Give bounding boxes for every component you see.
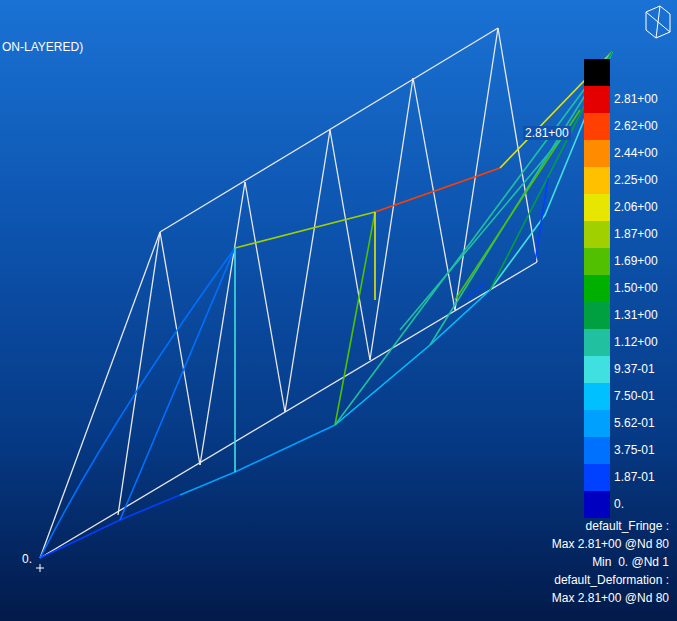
- colorbar-value: 2.44+00: [614, 146, 658, 160]
- colorbar-swatch: [584, 437, 610, 464]
- deformation-title: default_Deformation :: [554, 573, 669, 587]
- colorbar-value: 2.25+00: [614, 173, 658, 187]
- fringe-min: Min 0. @Nd 1: [592, 555, 669, 569]
- colorbar-value: 1.50+00: [614, 281, 658, 295]
- fringe-max: Max 2.81+00 @Nd 80: [552, 537, 669, 551]
- colorbar-value: 2.06+00: [614, 200, 658, 214]
- colorbar-value: 1.87+00: [614, 227, 658, 241]
- colorbar-swatch: [584, 194, 610, 221]
- colorbar-swatch: [584, 329, 610, 356]
- colorbar-swatch: [584, 383, 610, 410]
- origin-value: 0.: [22, 552, 32, 566]
- colorbar-value: 1.31+00: [614, 308, 658, 322]
- colorbar-value: 1.69+00: [614, 254, 658, 268]
- colorbar-swatch: [584, 302, 610, 329]
- colorbar-value: 3.75-01: [614, 443, 655, 457]
- fringe-title: default_Fringe :: [586, 519, 669, 533]
- deformed-truss: [40, 52, 612, 558]
- colorbar-swatch: [584, 464, 610, 491]
- header-text: ON-LAYERED): [2, 40, 83, 54]
- colorbar-value: 1.12+00: [614, 335, 658, 349]
- colorbar-swatch: [584, 275, 610, 302]
- colorbar-swatch: [584, 221, 610, 248]
- colorbar-value: 9.37-01: [614, 362, 655, 376]
- colorbar-swatch: [584, 140, 610, 167]
- origin-marker: [36, 564, 44, 572]
- colorbar-swatch: [584, 86, 610, 113]
- colorbar-value: 5.62-01: [614, 416, 655, 430]
- colorbar-value: 2.62+00: [614, 119, 658, 133]
- colorbar-value: 1.87-01: [614, 470, 655, 484]
- colorbar-cap: [584, 59, 610, 86]
- colorbar-value: 2.81+00: [614, 92, 658, 106]
- colorbar-swatch: [584, 356, 610, 383]
- colorbar-swatch: [584, 410, 610, 437]
- max-value-callout: 2.81+00: [523, 126, 571, 140]
- colorbar-value: 0.: [614, 497, 624, 511]
- colorbar-swatch: [584, 167, 610, 194]
- colorbar-value: 7.50-01: [614, 389, 655, 403]
- colorbar-swatch: [584, 248, 610, 275]
- deformation-max: Max 2.81+00 @Nd 80: [552, 591, 669, 605]
- colorbar-swatch: [584, 491, 610, 518]
- view-triad: [646, 6, 670, 38]
- colorbar-swatch: [584, 113, 610, 140]
